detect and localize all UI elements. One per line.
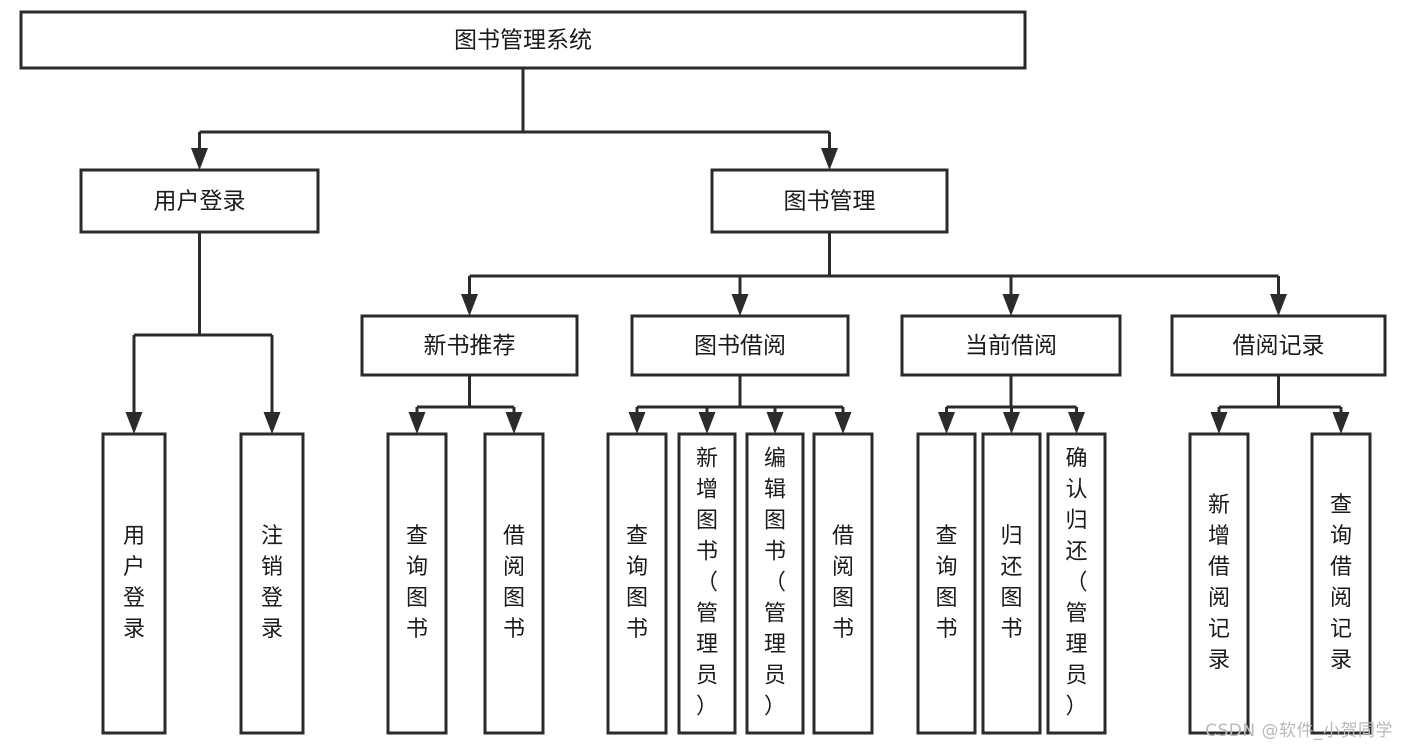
node-box[interactable]: [710, 168, 949, 234]
node-borrow-record[interactable]: 借阅记录: [1170, 314, 1387, 377]
connector-layer: [125, 68, 1350, 434]
arrow-head-icon: [1332, 412, 1350, 434]
node-box[interactable]: [1188, 432, 1250, 735]
node-box[interactable]: [239, 432, 305, 735]
node-layer: 图书管理系统用户登录图书管理新书推荐图书借阅当前借阅借阅记录用户登录注销登录查询…: [19, 10, 1387, 735]
node-label: 查询图书: [626, 524, 648, 642]
arrow-head-icon: [821, 148, 838, 170]
node-box[interactable]: [1170, 314, 1387, 377]
arrow-head-icon: [731, 294, 749, 316]
node-leaf-query-book-rec[interactable]: 查询图书: [386, 432, 448, 735]
node-leaf-borrow-book-rec[interactable]: 借阅图书: [483, 432, 545, 735]
node-box[interactable]: [1310, 432, 1372, 735]
arrow-head-icon: [766, 412, 784, 434]
node-label: 归还图书: [1000, 524, 1022, 642]
node-label: 用户登录: [123, 524, 145, 642]
node-box[interactable]: [483, 432, 545, 735]
node-box[interactable]: [386, 432, 448, 735]
node-box[interactable]: [630, 314, 850, 377]
node-leaf-query-record[interactable]: 查询借阅记录: [1310, 432, 1372, 735]
node-label: 图书管理系统: [454, 28, 592, 54]
arrow-head-icon: [628, 412, 646, 434]
arrow-head-icon: [1270, 294, 1287, 316]
node-leaf-query-book-borrow[interactable]: 查询图书: [606, 432, 668, 735]
node-label: 借阅图书: [503, 524, 525, 642]
arrow-head-icon: [408, 412, 426, 434]
node-label: 借阅图书: [832, 524, 854, 642]
node-label: 查询图书: [406, 524, 428, 642]
node-label: 用户登录: [154, 189, 246, 215]
connector-group-borrow-record: [1210, 375, 1350, 434]
node-leaf-add-record[interactable]: 新增借阅记录: [1188, 432, 1250, 735]
node-leaf-add-book[interactable]: 新增图书（管理员）: [677, 432, 737, 735]
arrow-head-icon: [834, 412, 852, 434]
node-box[interactable]: [916, 432, 977, 735]
node-label: 图书管理: [784, 189, 876, 215]
node-box[interactable]: [745, 432, 805, 735]
node-leaf-user-logout[interactable]: 注销登录: [239, 432, 305, 735]
node-new-book-rec[interactable]: 新书推荐: [360, 314, 579, 377]
node-leaf-confirm-return[interactable]: 确认归还（管理员）: [1046, 432, 1107, 735]
node-leaf-return-book[interactable]: 归还图书: [981, 432, 1042, 735]
node-box[interactable]: [677, 432, 737, 735]
node-box[interactable]: [981, 432, 1042, 735]
arrow-head-icon: [1003, 412, 1020, 434]
node-box[interactable]: [19, 10, 1027, 70]
node-label: 注销登录: [261, 524, 283, 642]
arrow-head-icon: [1210, 412, 1228, 434]
node-label: 确认归还（管理员）: [1065, 447, 1087, 720]
node-label: 编辑图书（管理员）: [764, 447, 786, 720]
node-box[interactable]: [1046, 432, 1107, 735]
node-leaf-borrow-book[interactable]: 借阅图书: [812, 432, 874, 735]
node-book-manage[interactable]: 图书管理: [710, 168, 949, 234]
arrow-head-icon: [125, 412, 143, 434]
node-box[interactable]: [606, 432, 668, 735]
connector-group-new-book-rec: [408, 375, 523, 434]
arrow-head-icon: [505, 412, 523, 434]
node-current-borrow[interactable]: 当前借阅: [900, 314, 1122, 377]
arrow-head-icon: [1002, 294, 1020, 316]
node-box[interactable]: [900, 314, 1122, 377]
node-label: 新增图书（管理员）: [696, 447, 718, 720]
node-box[interactable]: [79, 168, 320, 234]
node-box[interactable]: [360, 314, 579, 377]
node-book-borrow[interactable]: 图书借阅: [630, 314, 850, 377]
node-leaf-query-book-current[interactable]: 查询图书: [916, 432, 977, 735]
node-label: 图书借阅: [694, 333, 786, 359]
connector-group-current-borrow: [938, 375, 1085, 434]
connector-group-root: [191, 68, 838, 170]
node-box[interactable]: [101, 432, 167, 735]
arrow-head-icon: [698, 412, 716, 434]
node-leaf-edit-book[interactable]: 编辑图书（管理员）: [745, 432, 805, 735]
arrow-head-icon: [263, 412, 281, 434]
arrow-head-icon: [938, 412, 955, 434]
arrow-head-icon: [191, 148, 208, 170]
node-label: 查询借阅记录: [1330, 493, 1352, 673]
connector-group-book-borrow: [628, 375, 852, 434]
node-box[interactable]: [812, 432, 874, 735]
node-label: 新书推荐: [424, 333, 516, 359]
node-label: 当前借阅: [965, 333, 1057, 359]
node-leaf-user-login[interactable]: 用户登录: [101, 432, 167, 735]
arrow-head-icon: [1068, 412, 1085, 434]
connector-group-book-manage: [461, 232, 1287, 316]
node-user-login[interactable]: 用户登录: [79, 168, 320, 234]
node-label: 借阅记录: [1233, 333, 1325, 359]
node-label: 查询图书: [935, 524, 957, 642]
arrow-head-icon: [461, 294, 478, 316]
node-root[interactable]: 图书管理系统: [19, 10, 1027, 70]
node-label: 新增借阅记录: [1208, 493, 1230, 673]
connector-group-user-login: [125, 232, 281, 434]
